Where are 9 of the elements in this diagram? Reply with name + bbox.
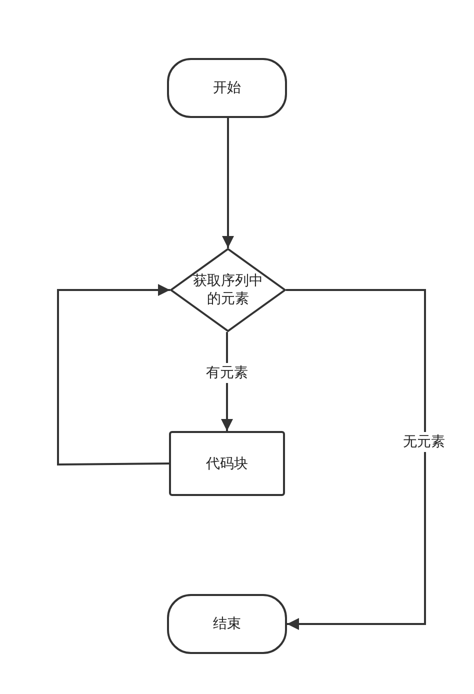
- edge-label: 有元素: [204, 363, 250, 383]
- arrow: [222, 118, 234, 248]
- decision-diamond: 获取序列中的元素: [170, 248, 286, 332]
- terminal-box: 结束: [167, 594, 287, 654]
- arrow: [57, 284, 170, 466]
- process-box: 代码块: [169, 431, 285, 496]
- terminal-box: 开始: [167, 58, 287, 118]
- arrow: [286, 289, 426, 630]
- edge-label: 无元素: [401, 432, 447, 452]
